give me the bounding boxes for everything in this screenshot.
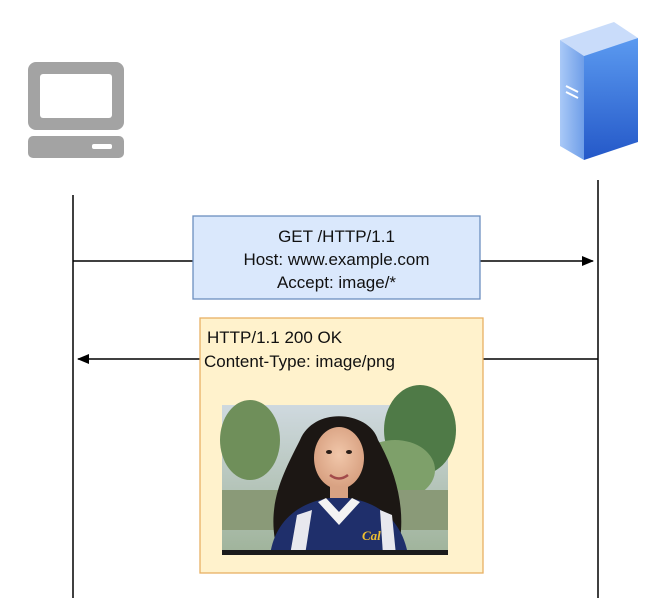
photo-image: Cal [220,385,456,555]
computer-icon [28,62,124,158]
svg-text:Cal: Cal [362,528,381,543]
request-box [192,215,481,300]
response-line-2: Content-Type: image/png [204,352,395,371]
response-line-1: HTTP/1.1 200 OK [207,328,343,347]
request-line-3: Accept: image/* [276,273,397,292]
request-line-2: Host: www.example.com [243,250,430,269]
request-line-1: GET /HTTP/1.1 [278,227,395,246]
server-icon [560,22,638,160]
